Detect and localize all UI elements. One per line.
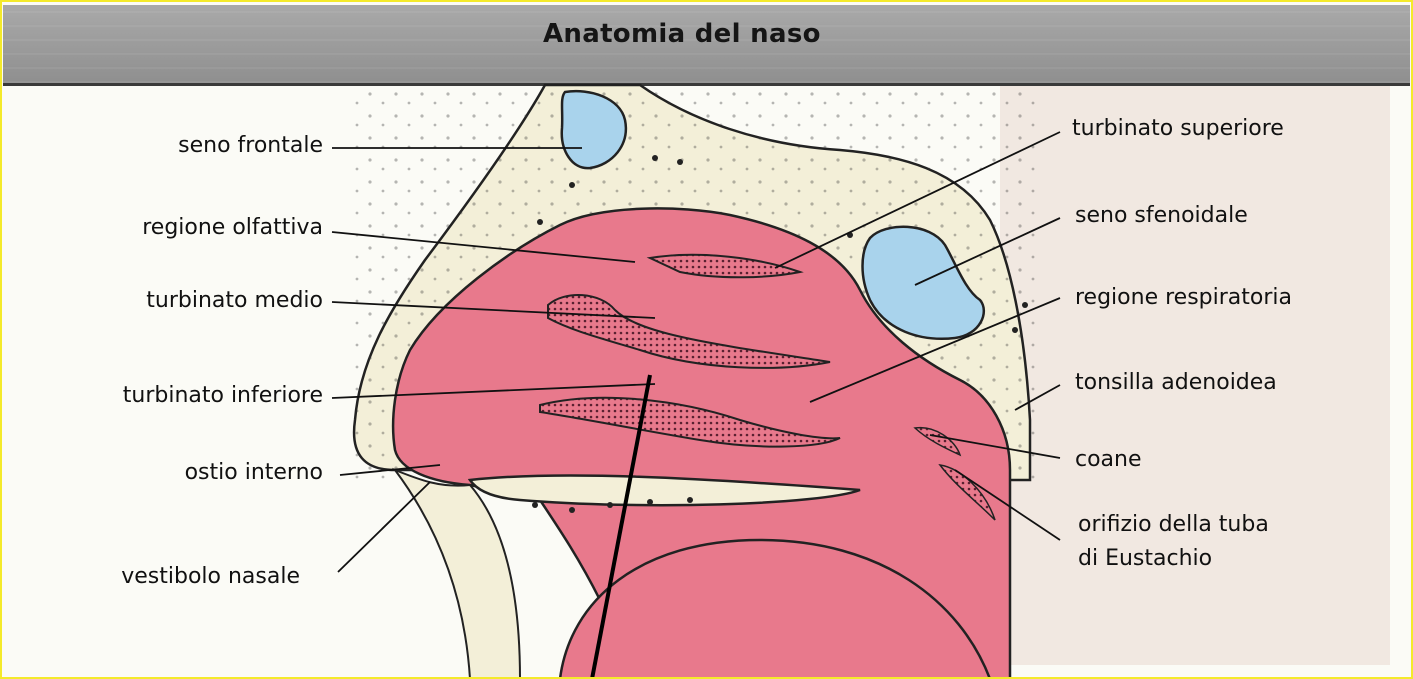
- label-vestibolo-nasale: vestibolo nasale: [121, 564, 300, 589]
- label-di-eustachio: di Eustachio: [1078, 546, 1212, 571]
- label-seno-sfenoidale: seno sfenoidale: [1075, 203, 1248, 228]
- label-turbinato-superiore: turbinato superiore: [1072, 116, 1284, 141]
- label-regione-respiratoria: regione respiratoria: [1075, 285, 1292, 310]
- label-turbinato-inferiore: turbinato inferiore: [123, 383, 323, 408]
- label-orifizio-tuba: orifizio della tuba: [1078, 512, 1269, 537]
- label-ostio-interno: ostio interno: [185, 460, 323, 485]
- label-tonsilla-adenoidea: tonsilla adenoidea: [1075, 370, 1277, 395]
- label-coane: coane: [1075, 447, 1142, 472]
- label-turbinato-medio: turbinato medio: [146, 288, 323, 313]
- upper-lip: [395, 470, 520, 679]
- label-regione-olfattiva: regione olfattiva: [142, 215, 323, 240]
- label-seno-frontale: seno frontale: [178, 133, 323, 158]
